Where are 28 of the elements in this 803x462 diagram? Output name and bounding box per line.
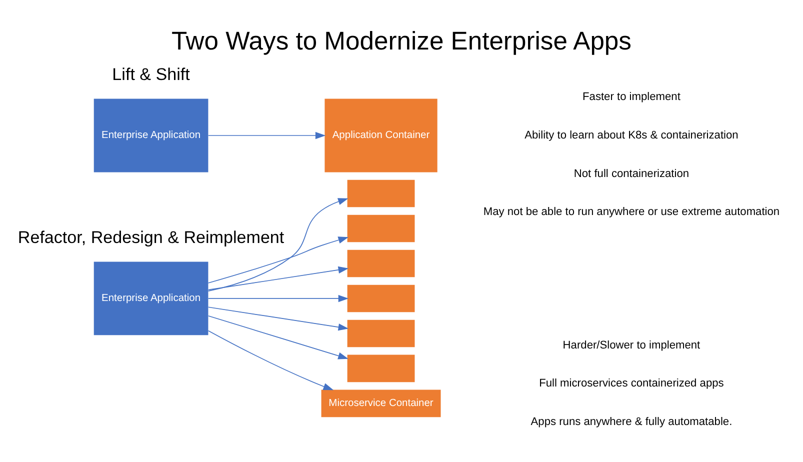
arrow (208, 330, 334, 390)
node-box (347, 179, 415, 207)
node-box (347, 214, 415, 242)
label: Apps runs anywhere & fully automatable. (530, 416, 732, 428)
node-box (347, 354, 415, 382)
node-box: Application Container (324, 98, 438, 172)
arrow (208, 306, 349, 330)
node-box: Enterprise Application (94, 98, 208, 172)
arrow (208, 294, 349, 302)
label: Ability to learn about K8s & containerization (524, 128, 738, 141)
arrow (208, 236, 349, 283)
label: Harder/Slower to implement (562, 338, 700, 351)
arrow (208, 314, 348, 359)
label: Full microservices containerized apps (539, 377, 724, 390)
node-box: Microservice Container (321, 389, 441, 417)
label: May not be able to run anywhere or use extreme automation (483, 206, 780, 218)
node-box (347, 284, 415, 312)
label: Not full containerization (574, 167, 690, 180)
arrow (208, 131, 326, 139)
node-box: Enterprise Application (94, 261, 208, 335)
node-box (347, 319, 415, 347)
node-box (347, 249, 415, 277)
label: Refactor, Redesign & Reimplement (18, 228, 284, 247)
arrow (208, 198, 348, 292)
diagram-title: Two Ways to Modernize Enterprise Apps (172, 26, 632, 55)
label: Faster to implement (582, 90, 680, 102)
arrow (208, 266, 349, 290)
label: Lift & Shift (112, 64, 190, 84)
